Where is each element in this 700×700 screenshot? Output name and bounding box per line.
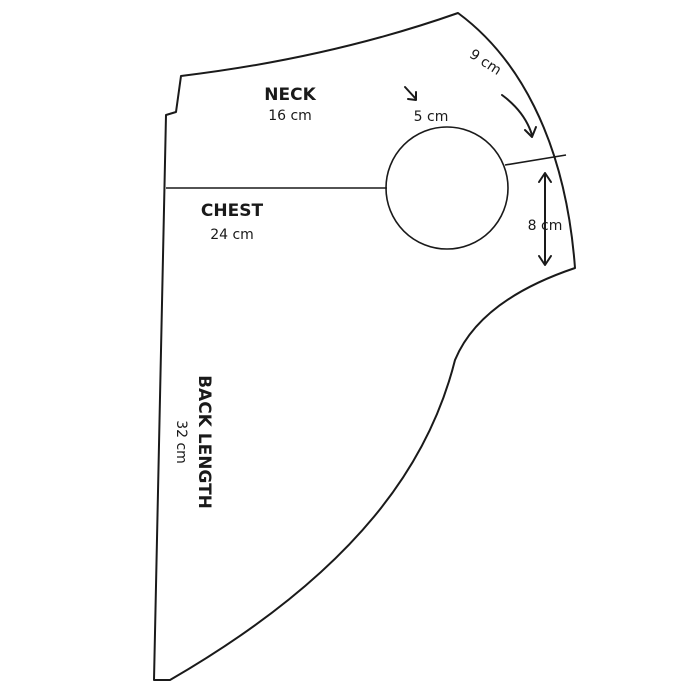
chest-value: 24 cm (210, 227, 254, 243)
side-edge-value: 8 cm (528, 218, 563, 234)
side-edge-arrow (538, 172, 552, 266)
leg-hole-edge-line (504, 154, 567, 166)
chest-title: CHEST (201, 201, 264, 221)
leg-hole (385, 126, 509, 250)
pattern-outline (153, 12, 576, 681)
neck-title: NECK (264, 85, 316, 105)
leg-hole-value: 5 cm (414, 109, 449, 125)
back-length-value: 32 cm (173, 420, 189, 464)
shoulder-edge-arrow (501, 94, 537, 138)
leg-hole-arrow (404, 86, 417, 101)
back-length-title: BACK LENGTH (194, 375, 214, 509)
neck-value: 16 cm (268, 108, 312, 124)
